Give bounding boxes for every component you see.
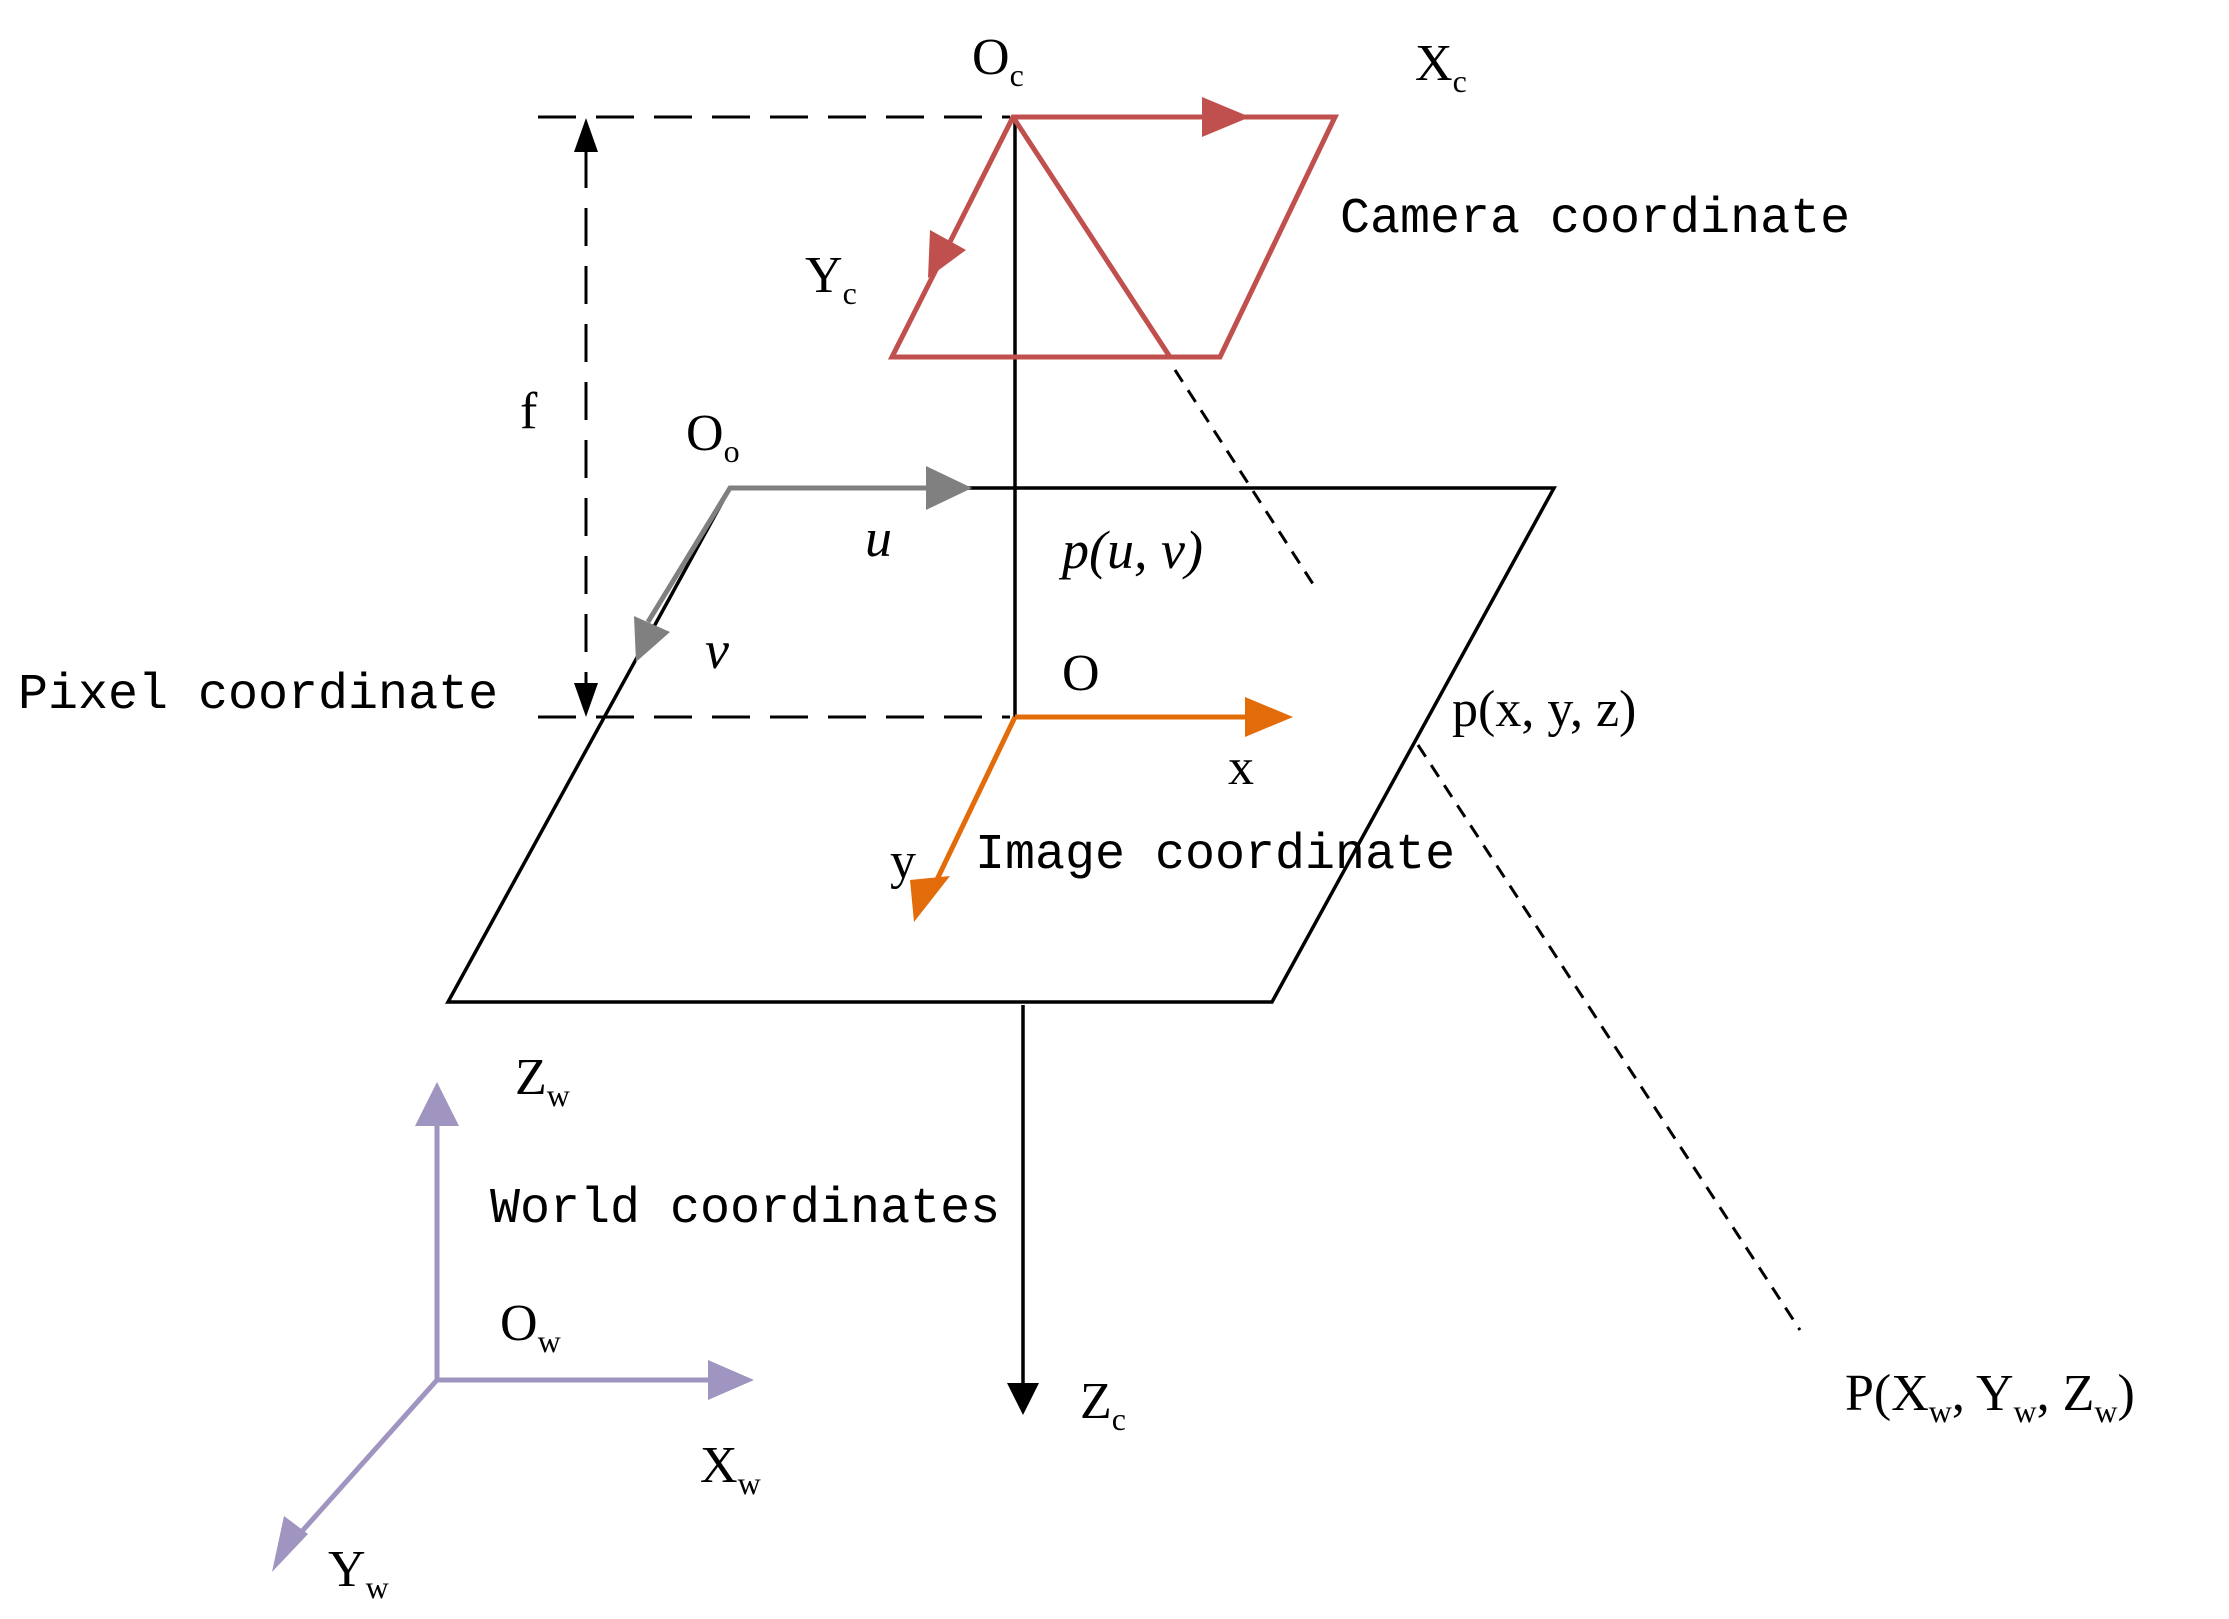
zc-label: Zc	[1080, 1373, 1126, 1437]
u-label: u	[865, 508, 892, 568]
pixel-axes	[645, 485, 940, 624]
projection-ray-upper	[1173, 369, 1315, 585]
ow-label: Ow	[500, 1295, 561, 1359]
zw-arrowhead	[415, 1082, 459, 1126]
pixel-coordinate-caption: Pixel coordinate	[18, 667, 498, 724]
xw-label: Xw	[700, 1437, 761, 1501]
camera-coordinate-caption: Camera coordinate	[1340, 191, 1850, 248]
camera-frame	[887, 114, 1339, 360]
v-label: v	[705, 620, 729, 680]
image-plane	[445, 486, 1557, 1004]
focal-arrow-down-icon	[574, 683, 598, 717]
v-arrowhead	[634, 616, 670, 662]
optical-axis	[1013, 117, 1025, 1385]
projection-rays	[1173, 369, 1802, 1331]
focal-length-label: f	[520, 383, 538, 440]
oc-label: Oc	[972, 29, 1024, 93]
puv-label: p(u, v)	[1058, 520, 1203, 580]
oo-label: Oo	[686, 405, 740, 469]
x-arrowhead	[1245, 697, 1293, 737]
yw-arrowhead	[272, 1516, 308, 1572]
u-arrowhead	[926, 466, 972, 510]
focal-arrow-up-icon	[574, 118, 598, 152]
projection-ray-lower	[1416, 744, 1802, 1331]
y-axis-line	[929, 715, 1018, 892]
image-coordinate-caption: Image coordinate	[975, 827, 1455, 884]
world-coordinates-caption: World coordinates	[490, 1181, 1000, 1238]
pixel-axes-lines	[645, 485, 940, 624]
zw-label: Zw	[515, 1049, 570, 1113]
y-arrowhead	[910, 876, 950, 922]
xc-arrowhead	[1202, 97, 1250, 137]
camera-plane	[887, 114, 1339, 360]
yw-label: Yw	[328, 1541, 389, 1605]
x-label: x	[1228, 739, 1254, 796]
yc-arrowhead	[928, 230, 966, 278]
xc-label: Xc	[1415, 35, 1467, 99]
o-label: O	[1062, 645, 1100, 702]
pxyz-label: p(x, y, z)	[1452, 681, 1636, 738]
world-point-label: P(Xw, Yw, Zw)	[1845, 1365, 2135, 1429]
image-axes	[929, 714, 1250, 892]
yw-axis-line	[294, 1378, 439, 1540]
world-axes	[294, 1125, 715, 1540]
camera-cone-edge	[1010, 115, 1173, 359]
yc-label: Yc	[805, 247, 857, 311]
zc-arrowhead	[1007, 1383, 1039, 1415]
xw-arrowhead	[708, 1360, 754, 1400]
y-label: y	[890, 833, 916, 890]
